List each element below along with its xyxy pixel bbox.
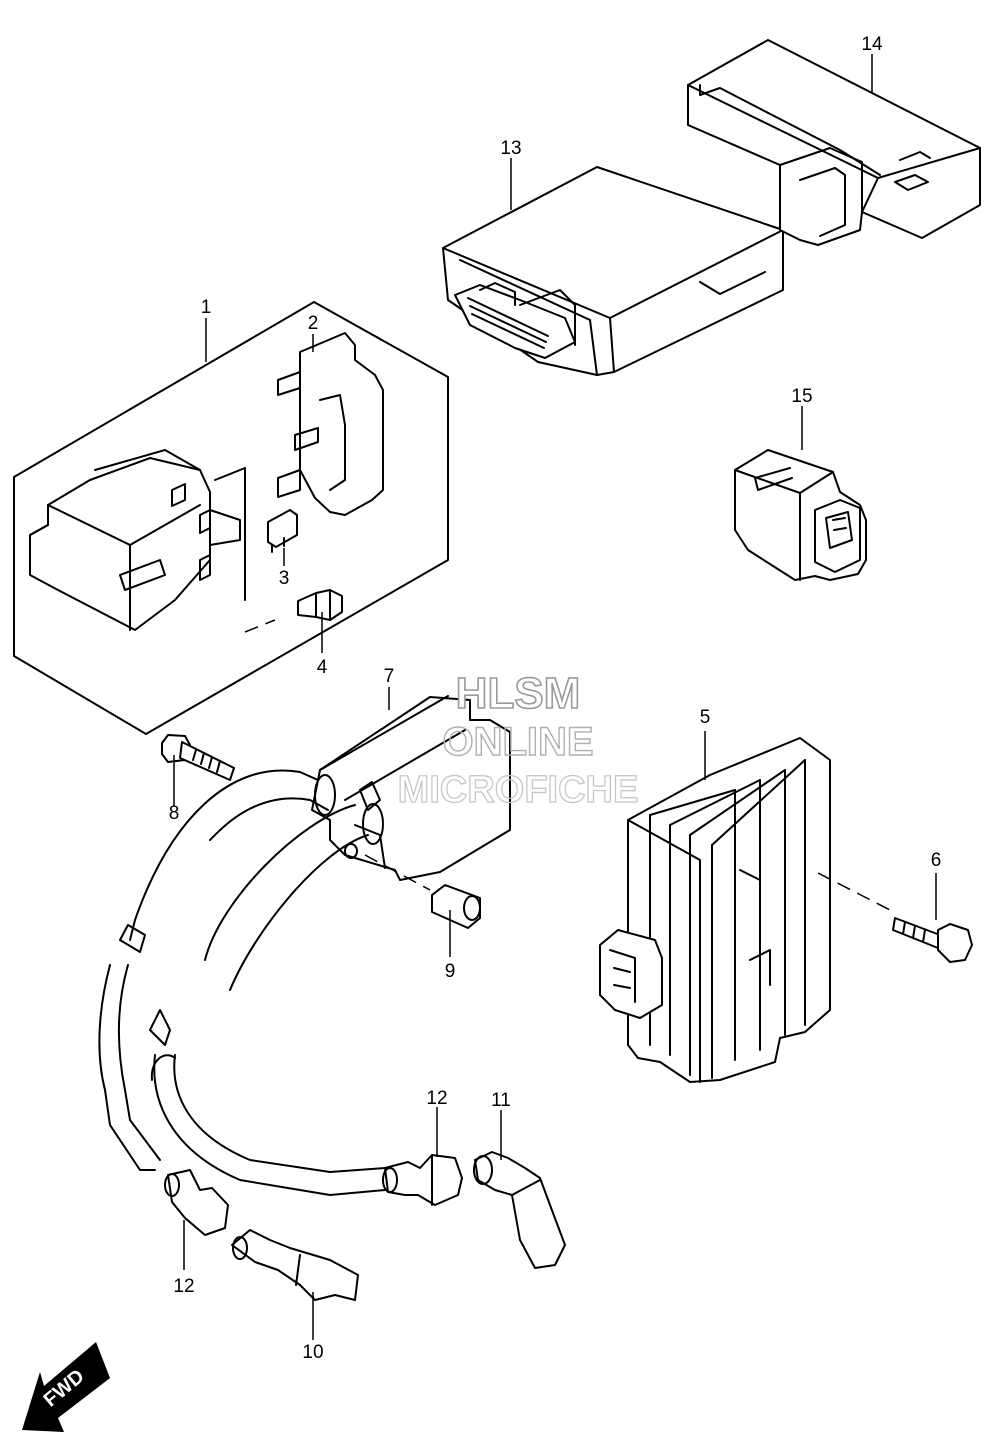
- callout-13: 13: [500, 138, 521, 159]
- connector[interactable]: [734, 449, 867, 581]
- ignition-coil[interactable]: [311, 695, 511, 891]
- watermark: HLSM ONLINE MICROFICHE: [397, 668, 639, 811]
- callout-4: 4: [317, 657, 328, 678]
- boot-seal-12b[interactable]: [382, 1154, 463, 1206]
- callout-14: 14: [861, 34, 883, 55]
- plug-cap-11[interactable]: [473, 1151, 566, 1269]
- leader-lines: [173, 54, 937, 1340]
- fwd-arrow-icon: FWD: [22, 1342, 110, 1432]
- callout-1: 1: [201, 297, 212, 318]
- callout-8: 8: [169, 803, 180, 824]
- callout-9: 9: [445, 961, 456, 982]
- callout-12b: 12: [173, 1276, 194, 1297]
- ecm-cover[interactable]: [687, 39, 981, 246]
- callout-12a: 12: [426, 1088, 447, 1109]
- starter-relay-assembly[interactable]: [13, 301, 449, 735]
- regulator-rectifier[interactable]: [599, 737, 891, 1083]
- callout-11: 11: [491, 1090, 511, 1111]
- bolt-6[interactable]: [892, 917, 973, 963]
- callout-5: 5: [700, 707, 711, 728]
- callout-10: 10: [302, 1342, 323, 1363]
- ecm-unit[interactable]: [442, 166, 784, 376]
- callout-3: 3: [279, 568, 290, 589]
- callout-2: 2: [308, 313, 319, 334]
- plug-cap-10[interactable]: [231, 1229, 359, 1301]
- watermark-line2: ONLINE: [442, 720, 593, 764]
- spark-plug-cables[interactable]: [98, 769, 386, 1196]
- callout-15: 15: [791, 386, 812, 407]
- callout-7: 7: [384, 666, 395, 687]
- bolt-8[interactable]: [161, 734, 235, 781]
- watermark-line1: HLSM: [456, 669, 581, 718]
- callout-6: 6: [931, 850, 942, 871]
- sleeve-9[interactable]: [431, 884, 481, 929]
- watermark-line3: MICROFICHE: [398, 769, 639, 811]
- boot-seal-12a[interactable]: [164, 1169, 229, 1236]
- callout-labels: 1 2 3 4 5 6 7 8 9 10 11 12 12 13 14 15: [169, 34, 942, 1363]
